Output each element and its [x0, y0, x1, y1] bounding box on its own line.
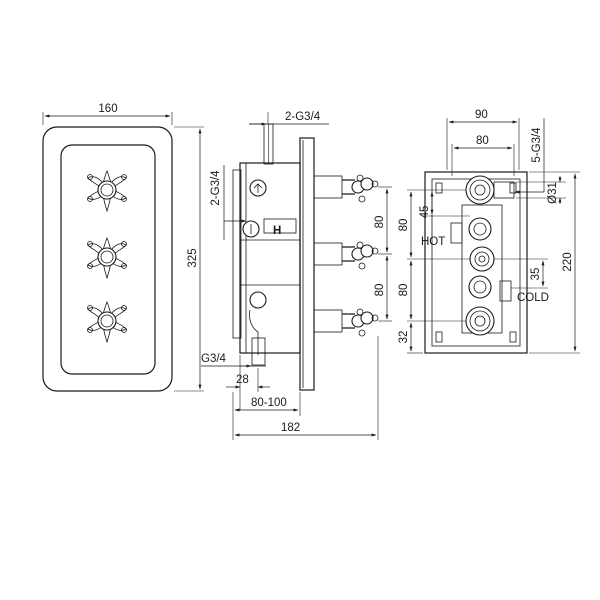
back-diameter-dimension: Ø31: [516, 176, 566, 204]
back-valve-upper: [450, 217, 492, 244]
side-depth-range-dimension: 80-100: [232, 392, 301, 440]
front-width-label: 160: [98, 103, 117, 115]
side-spindle-middle: [313, 241, 379, 270]
side-total-depth-label: 182: [281, 422, 300, 434]
back-port-top: [465, 175, 515, 205]
back-center-offset-dimension: 35: [494, 258, 548, 289]
side-cover-plate: [299, 137, 315, 391]
side-outlet-dimension: G3/4: [201, 353, 266, 368]
back-hot-label: HOT: [421, 236, 445, 248]
back-center-offset-label: 35: [530, 268, 542, 281]
front-plate-outer: [42, 126, 173, 392]
side-total-depth-dimension: 182: [234, 336, 379, 440]
side-outlet-offset-label: 28: [236, 374, 249, 386]
front-handle-middle: [87, 237, 127, 280]
back-frame: [424, 171, 528, 354]
back-cold-label: COLD: [517, 292, 549, 304]
back-valve-middle: [469, 246, 495, 272]
front-height-label: 325: [187, 248, 199, 267]
side-outlet-label: G3/4: [201, 353, 227, 365]
back-offset-label: 45: [419, 206, 431, 219]
back-height-label: 220: [562, 252, 574, 271]
back-inner-width-dimension: 80: [451, 135, 515, 176]
front-height-dimension: 325: [174, 126, 204, 392]
side-left-port-label: 2-G3/4: [210, 170, 222, 206]
back-spacing-upper-label: 80: [398, 219, 410, 232]
back-diameter-label: Ø31: [547, 182, 559, 204]
side-outlet: [249, 291, 267, 309]
back-spacing-lower-label: 80: [398, 284, 410, 297]
side-body: [239, 162, 301, 354]
back-inner-width-label: 80: [476, 135, 489, 147]
front-handle-bottom: [87, 301, 127, 344]
back-outer-width-label: 90: [475, 109, 488, 121]
side-depth-range-label: 80-100: [251, 397, 287, 409]
back-view: 90 80 5-G3/4 Ø31 220: [398, 109, 580, 354]
back-outer-width-dimension: 90: [446, 109, 520, 170]
side-top-port-label: 2-G3/4: [285, 111, 321, 123]
front-width-dimension: 160: [42, 103, 173, 125]
back-ports-label: 5-G3/4: [531, 127, 543, 163]
back-height-dimension: 220: [529, 171, 580, 354]
back-port-bottom: [465, 306, 495, 336]
side-spacing-upper-label: 80: [374, 216, 386, 229]
front-view: 160 325: [42, 103, 204, 392]
side-spindle-top: [313, 174, 379, 203]
back-bottom-label: 32: [398, 331, 410, 344]
side-outlet-offset-dimension: 28: [226, 355, 270, 410]
side-spacing-lower-label: 80: [374, 284, 386, 297]
side-top-port-dimension: 2-G3/4: [249, 111, 329, 126]
back-ports-dimension: 5-G3/4: [514, 118, 545, 194]
back-left-dimensions: 45 80 80 32: [398, 189, 470, 354]
side-spacing-dimension: 80 80: [374, 186, 392, 322]
front-handle-top: [87, 170, 127, 213]
back-valve-lower: [468, 275, 512, 302]
side-left-port-dimension: 2-G3/4: [210, 165, 247, 240]
side-view: H: [201, 111, 392, 440]
front-plate-inner: [60, 144, 156, 375]
svg-text:H: H: [273, 225, 281, 237]
side-spindle-bottom: [313, 308, 379, 337]
